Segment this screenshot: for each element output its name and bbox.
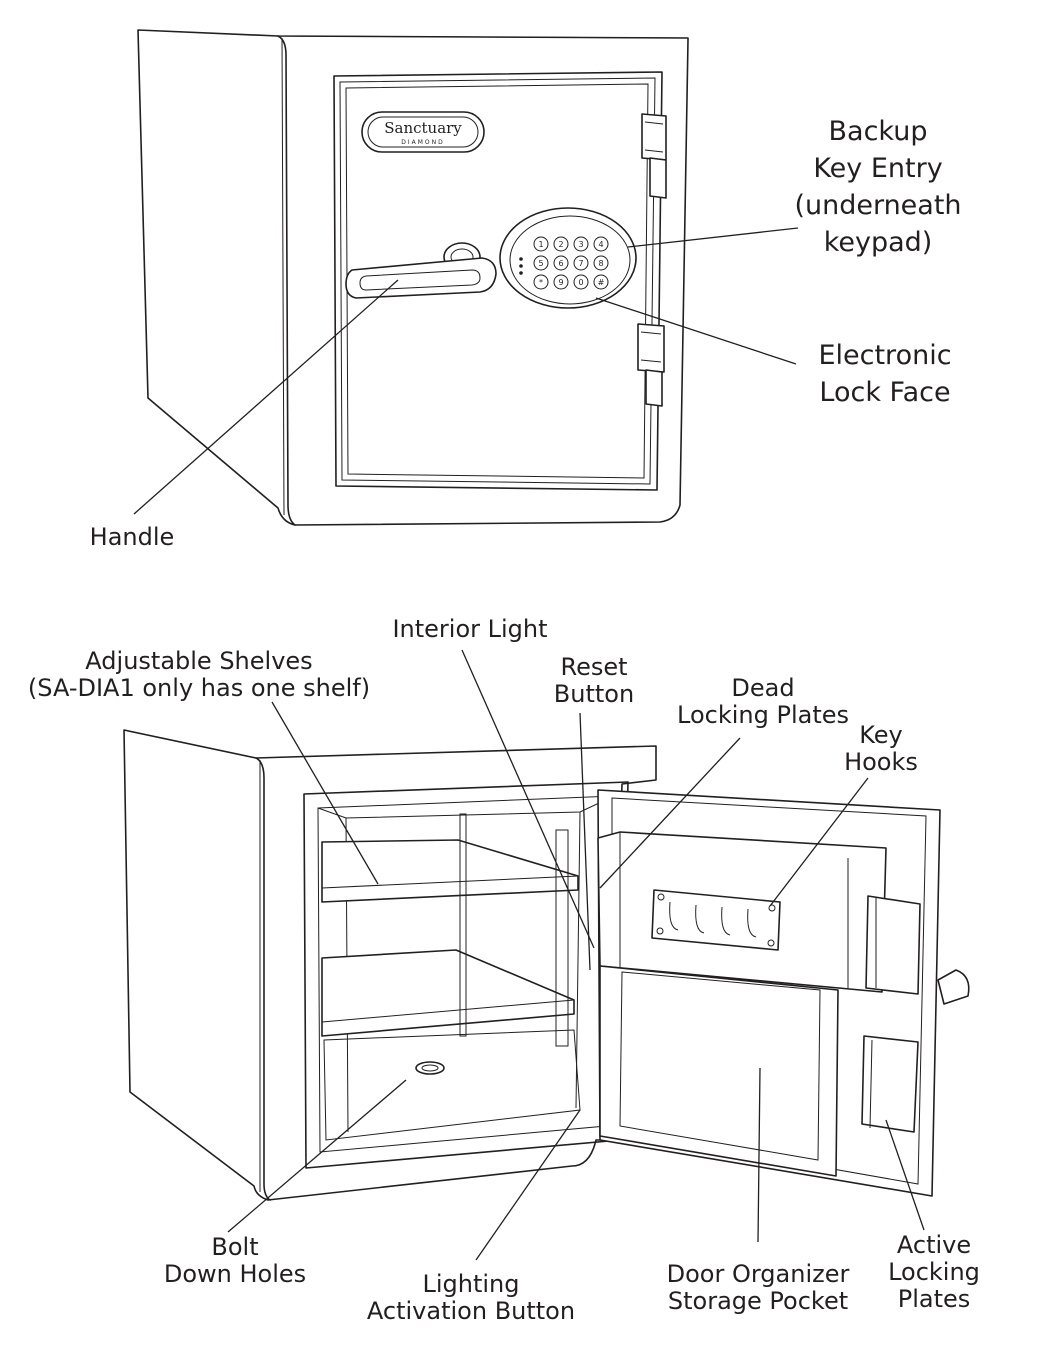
label-line: Activation Button: [366, 1297, 576, 1325]
label-line: Lock Face: [819, 377, 951, 408]
label-line: Key: [859, 721, 903, 749]
label-lighting-activation-button: Lighting Activation Button: [356, 1271, 586, 1325]
label-door-organizer-storage-pocket: Door Organizer Storage Pocket: [660, 1261, 856, 1315]
keypad-key-label: 5: [538, 259, 543, 268]
keypad-key: [593, 255, 609, 271]
label-line: Button: [553, 680, 635, 708]
label-reset-button: Reset Button: [540, 654, 648, 708]
label-interior-light: Interior Light: [380, 616, 560, 643]
label-line: Handle: [89, 523, 175, 551]
keypad-key-label: 3: [578, 240, 583, 249]
label-line: Dead: [731, 674, 795, 702]
keypad-keys: 1 2 3 4 5 6 7 8 * 9 0 #: [533, 236, 609, 290]
label-bolt-down-holes: Bolt Down Holes: [150, 1234, 320, 1288]
keypad-key: [553, 236, 569, 252]
open-safe: [123, 729, 970, 1201]
label-line: Hooks: [844, 748, 918, 776]
label-line: Locking: [888, 1258, 980, 1286]
label-adjustable-shelves: Adjustable Shelves (SA-DIA1 only has one…: [14, 648, 384, 702]
label-line: Door Organizer: [666, 1260, 850, 1288]
label-line: keypad): [823, 227, 933, 258]
keypad-key-label: 6: [558, 259, 563, 268]
keypad-key-label: 4: [598, 240, 603, 249]
label-line: Storage Pocket: [667, 1287, 849, 1315]
keypad-key: [593, 274, 609, 290]
label-electronic-lock-face: Electronic Lock Face: [790, 337, 980, 411]
label-line: Electronic: [818, 340, 952, 371]
keypad-key: [533, 274, 549, 290]
keypad-key: [573, 274, 589, 290]
label-line: Plates: [897, 1285, 971, 1313]
keypad-key-label: 8: [598, 259, 603, 268]
label-active-locking-plates: Active Locking Plates: [874, 1232, 994, 1313]
label-key-hooks: Key Hooks: [828, 722, 934, 776]
logo-brand: Sanctuary: [384, 119, 462, 137]
closed-safe: 1 2 3 4 5 6 7 8 * 9 0 #: [137, 29, 689, 526]
keypad-key: [533, 255, 549, 271]
keypad-key-label: 1: [538, 240, 543, 249]
keypad-key: [533, 236, 549, 252]
label-handle: Handle: [72, 524, 192, 551]
label-line: Reset: [560, 653, 628, 681]
label-line: Down Holes: [163, 1260, 307, 1288]
keypad-key-label: *: [539, 278, 543, 287]
label-line: Bolt: [211, 1233, 259, 1261]
logo-sub: DIAMOND: [401, 139, 445, 146]
label-line: Interior Light: [392, 615, 548, 643]
keypad-key: [593, 236, 609, 252]
label-line: Key Entry: [813, 153, 943, 184]
keypad-key: [573, 236, 589, 252]
keypad-key: [553, 255, 569, 271]
keypad-key-label: #: [598, 278, 605, 287]
label-line: Adjustable Shelves: [85, 647, 313, 675]
label-backup-key-entry: Backup Key Entry (underneath keypad): [768, 113, 988, 261]
label-line: Lighting: [422, 1270, 520, 1298]
label-line: Active: [896, 1231, 972, 1259]
keypad-key: [553, 274, 569, 290]
label-dead-locking-plates: Dead Locking Plates: [670, 675, 856, 729]
keypad-key-label: 2: [558, 240, 563, 249]
label-line: Locking Plates: [677, 701, 849, 729]
label-line: (SA-DIA1 only has one shelf): [27, 674, 371, 702]
keypad-key-label: 0: [578, 278, 583, 287]
keypad-key-label: 7: [578, 259, 583, 268]
keypad-key: [573, 255, 589, 271]
label-line: Backup: [828, 116, 928, 147]
label-line: (underneath: [794, 190, 962, 221]
keypad-key-label: 9: [558, 278, 563, 287]
